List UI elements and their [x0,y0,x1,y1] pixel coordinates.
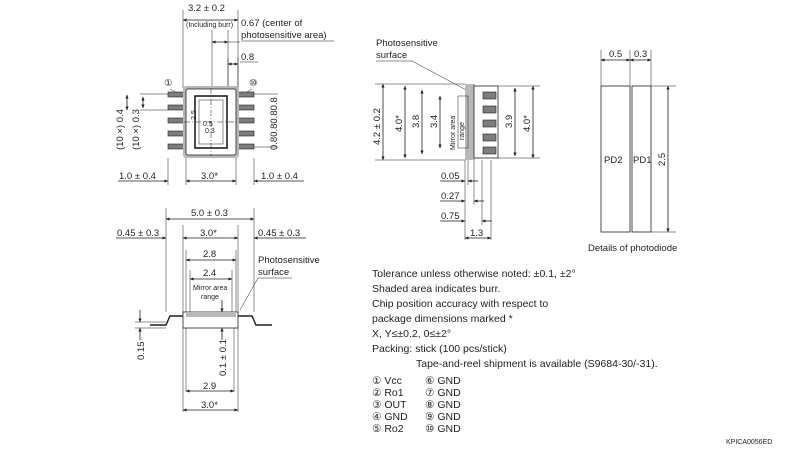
front-dim-right: 0.45 ± 0.3 [258,228,300,239]
photodiode-detail: 0.5 0.3 PD2 PD1 2.5 Details of photodiod… [588,49,677,254]
top-pin-spacing: 0.80.80.80.8 [269,97,280,150]
note-line: X, Y≤±0.2, 0≤±2° [372,328,451,340]
front-dim-01: 0.1 ± 0.1 [218,339,229,376]
top-pins-right [237,91,255,150]
side-dim-13: 1.3 [470,228,483,239]
side-dim-027: 0.27 [441,191,460,202]
pd-caption: Details of photodiode [588,243,677,254]
side-dim-outer-left: 4.2 ± 0.2 [372,108,383,145]
pin10-marker: ⑩ [249,78,258,89]
top-dim-08: 0.8 [241,52,254,63]
front-dim-015: 0.15 [136,342,147,361]
top-dim-left: 1.0 ± 0.4 [119,171,156,182]
pd-dim-03: 0.3 [634,49,647,60]
pin-left: ② Ro1 [372,387,404,399]
front-dim-center: 3.0* [200,228,217,239]
top-view: 3.2 ± 0.2 (Including burr) 0.67 (center … [115,3,334,185]
side-photosensitive-2: surface [376,50,407,61]
pin-right: ⑧ GND [425,399,461,411]
front-dim-bottom: 3.0* [201,400,218,411]
side-dim-005: 0.05 [441,171,460,182]
side-dim-inner-left: 4.0* [394,115,405,132]
top-dim-center: 3.0* [201,171,218,182]
pin1-marker: ① [164,78,173,89]
side-photosensitive-1: Photosensitive [376,38,438,49]
side-dim-34: 3.4 [429,115,440,128]
top-dim-right: 1.0 ± 0.4 [261,171,298,182]
side-burr [465,84,475,160]
top-width-dim: 3.2 ± 0.2 [188,3,225,14]
pin-assignment: ① Vcc ② Ro1 ③ OUT ④ GND ⑤ Ro2 ⑥ GND ⑦ GN… [372,375,461,435]
top-pitch-03: (10 ×) 0.3 [131,109,142,150]
pin-left: ① Vcc [372,375,402,387]
front-dim-left: 0.45 ± 0.3 [117,228,159,239]
front-dim-28: 2.8 [203,249,216,260]
drawing-code: KPICA0056ED [726,439,772,446]
center-note-line1: 0.67 (center of [241,18,303,29]
pd1-area [631,85,652,233]
top-width-note: (Including burr) [186,22,233,29]
note-line: package dimensions marked * [372,313,513,325]
note-line: Tolerance unless otherwise noted: ±0.1, … [372,268,576,280]
pd1-label: PD1 [633,155,651,166]
side-dim-075: 0.75 [441,211,460,222]
side-pins [482,91,497,155]
front-dim-overall: 5.0 ± 0.3 [191,208,228,219]
side-dim-outer-right: 4.0* [522,115,533,132]
front-dim-29: 2.9 [203,381,216,392]
pin-left: ③ OUT [372,399,407,411]
top-inner-03: 0.3 [205,128,215,135]
top-pins-left [167,91,185,150]
pin-right: ⑩ GND [425,423,461,435]
side-mirror-1: Mirror area [450,116,457,150]
front-view: 5.0 ± 0.3 0.45 ± 0.3 3.0* 0.45 ± 0.3 2.8… [116,208,320,412]
pd2-label: PD2 [604,155,622,166]
front-mirror-1: Mirror area [193,285,227,292]
side-mirror-2: range [459,122,466,140]
side-view: Photosensitive surface Mirror area range… [372,38,540,240]
note-line: Packing: stick (100 pcs/stick) [372,343,507,355]
notes-block: Tolerance unless otherwise noted: ±0.1, … [372,268,658,370]
front-burr [186,312,236,317]
front-dim-24: 2.4 [203,268,216,279]
center-note-line2: photosensitive area) [241,30,327,41]
note-line: Tape-and-reel shipment is available (S96… [416,358,658,370]
front-mirror-2: range [201,294,219,301]
pd-dim-05: 0.5 [609,49,622,60]
pd-dim-25: 2.5 [657,153,668,166]
front-photosensitive-1: Photosensitive [258,255,320,266]
front-lead-right [238,315,272,326]
note-line: Chip position accuracy with respect to [372,298,548,310]
pin-right: ⑨ GND [425,411,461,423]
pd2-area [600,85,631,233]
note-line: Shaded area indicates burr. [372,283,500,295]
pin-left: ⑤ Ro2 [372,423,404,435]
top-pitch-04: (10 ×) 0.4 [115,109,126,150]
front-photosensitive-2: surface [258,267,289,278]
front-lead-left [150,315,183,326]
side-dim-38: 3.8 [411,115,422,128]
pin-right: ⑦ GND [425,387,461,399]
pin-left: ④ GND [372,411,408,423]
pin-right: ⑥ GND [425,375,461,387]
side-dim-39: 3.9 [504,115,515,128]
top-inner-05: 0.5 [203,121,213,128]
top-inner-25: 2.5 [191,110,198,120]
